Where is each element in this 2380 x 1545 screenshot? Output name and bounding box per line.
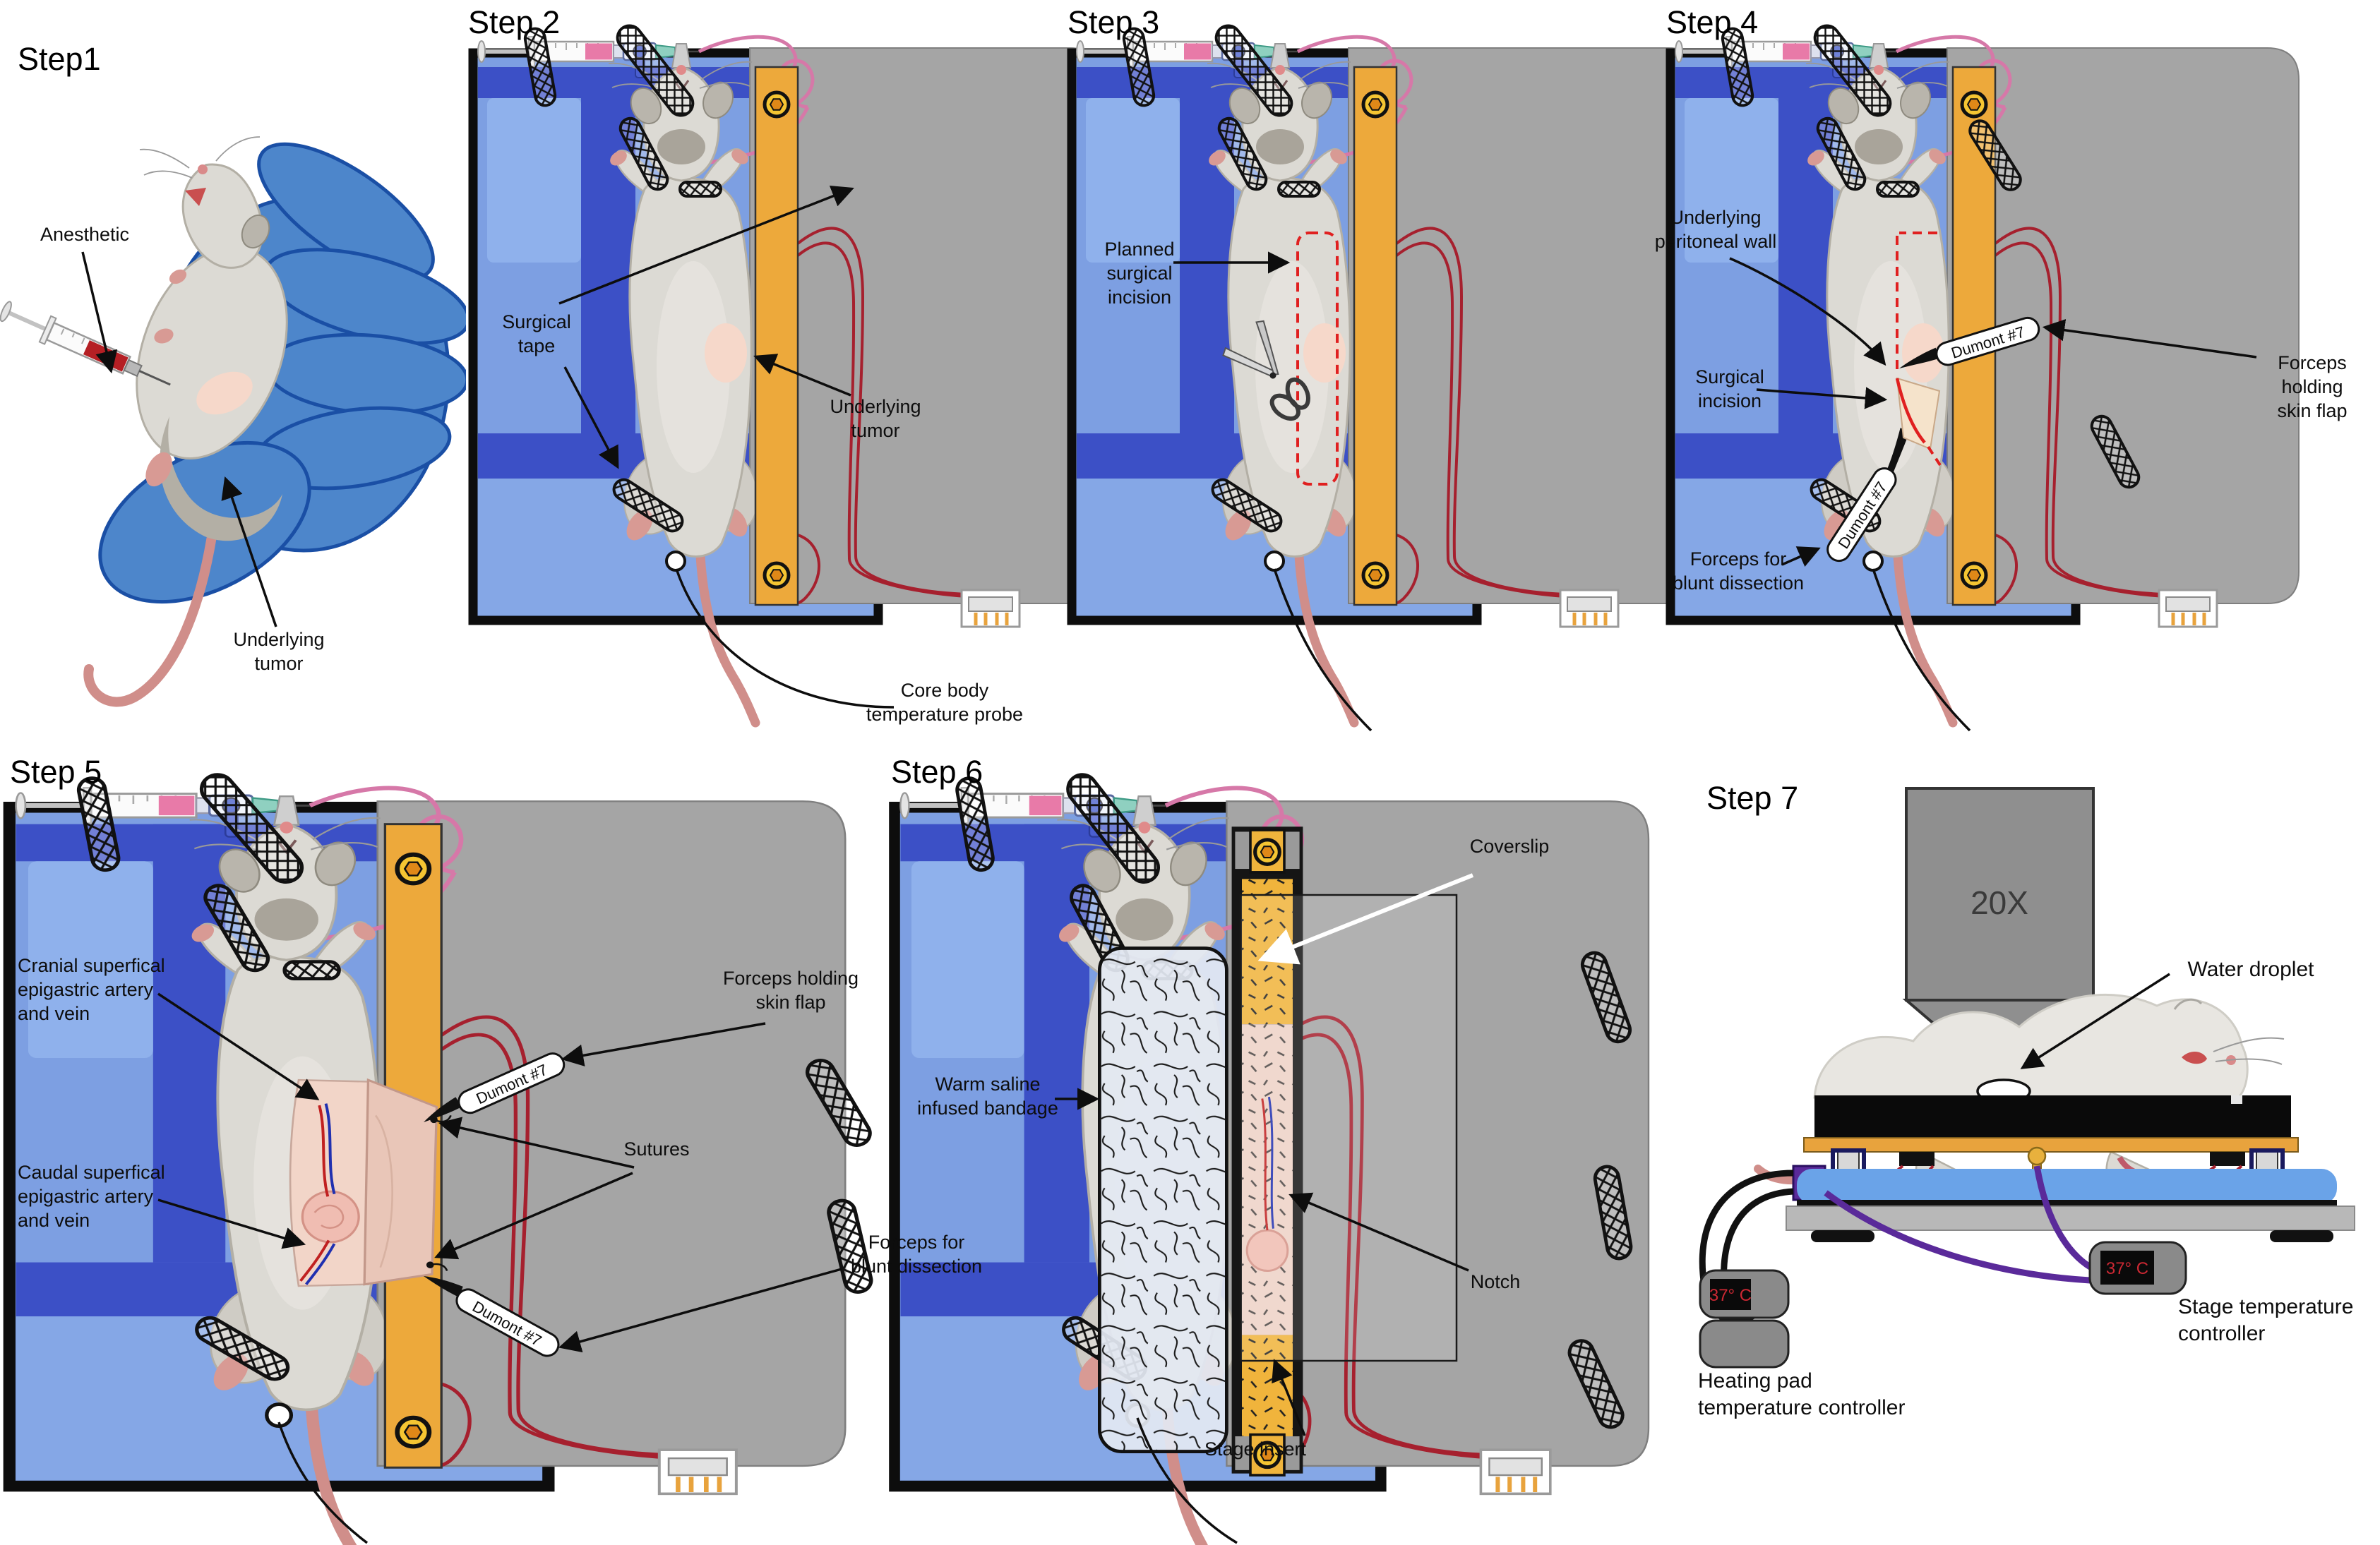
label-anesthetic: Anesthetic	[40, 224, 130, 245]
label-heating-controller: Heating pad temperature controller	[1698, 1369, 1906, 1419]
step2-title: Step 2	[468, 4, 561, 40]
label-core-probe: Core body temperature probe	[866, 680, 1024, 725]
step1-title: Step1	[18, 41, 101, 77]
stage-temp-display: 37° C	[2106, 1259, 2148, 1278]
label-underlying-tumor-1: Underlying tumor	[233, 629, 325, 674]
step3-scene	[1065, 0, 1742, 776]
stage-insert-bar	[1231, 826, 1303, 1477]
scissors-icon	[1222, 320, 1310, 421]
objective-magnification: 20X	[1971, 884, 2028, 921]
label-planned-incision: Planned surgical incision	[1104, 239, 1175, 308]
mouse-illustration	[83, 136, 288, 707]
label-caudal-vessels: Caudal superfical epigastric artery and …	[18, 1162, 165, 1231]
label-peritoneal-wall: Underlying peritoneal wall	[1654, 207, 1777, 252]
open-skin-flap	[289, 1078, 452, 1287]
label-underlying-tumor-2: Underlying tumor	[830, 396, 921, 441]
step5-scene	[0, 744, 902, 1545]
label-surgical-tape: Surgical tape	[502, 311, 571, 356]
label-notch: Notch	[1470, 1271, 1521, 1292]
step6-scene	[886, 744, 1699, 1545]
label-forceps-skin-5: Forceps holding skin flap	[722, 968, 859, 1013]
label-cranial-vessels: Cranial superfical epigastric artery and…	[18, 955, 165, 1024]
label-forceps-skin-4: Forceps holding skin flap	[2277, 352, 2348, 421]
step2-scene	[466, 0, 1144, 776]
label-warm-saline: Warm saline infused bandage	[917, 1074, 1058, 1119]
step1-scene	[0, 136, 466, 707]
pad-temp-display: 37° C	[1709, 1286, 1752, 1305]
label-stage-insert: Stage insert	[1204, 1438, 1307, 1460]
label-coverslip: Coverslip	[1469, 836, 1550, 857]
label-forceps-blunt-5: Forceps for blunt dissection	[850, 1232, 983, 1277]
label-stage-controller: Stage temperature controller	[2178, 1295, 2354, 1345]
stage-temp-controller: 37° C	[2088, 1241, 2187, 1295]
warm-saline-bandage	[1098, 946, 1228, 1453]
step7-title: Step 7	[1706, 780, 1799, 816]
planned-incision-outline	[1296, 232, 1339, 486]
heating-pad-controller: 37° C	[1699, 1269, 1790, 1369]
step5-title: Step 5	[10, 754, 102, 790]
step3-title: Step 3	[1068, 4, 1160, 40]
step7-scene: 20X	[1699, 787, 2355, 1369]
label-sutures: Sutures	[623, 1138, 690, 1160]
label-surgical-incision: Surgical incision	[1695, 366, 1764, 411]
step6-title: Step 6	[891, 754, 983, 790]
label-water-droplet: Water droplet	[2187, 958, 2314, 981]
step4-title: Step 4	[1666, 4, 1759, 40]
label-forceps-blunt-4: Forceps for blunt dissection	[1672, 548, 1805, 594]
